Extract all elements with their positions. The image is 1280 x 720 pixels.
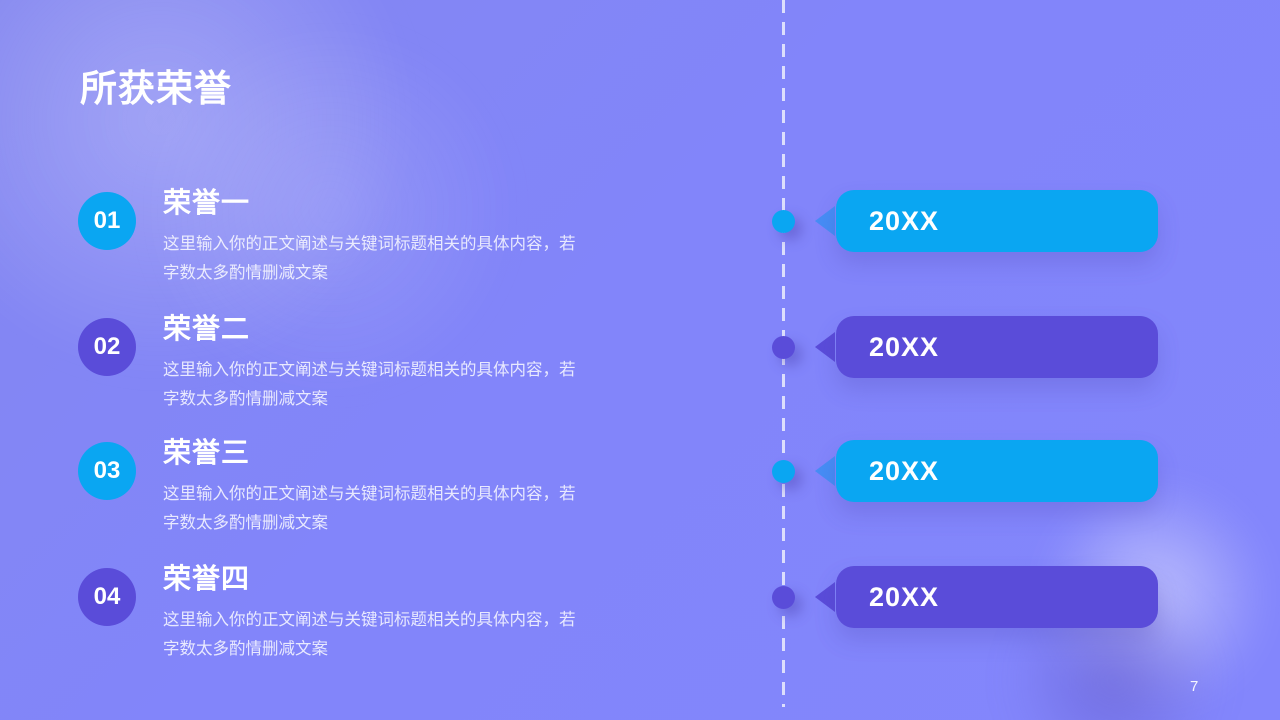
year-bubble: 20XX	[836, 190, 1158, 252]
honor-number: 03	[93, 457, 121, 484]
page-title: 所获荣誉	[80, 68, 232, 109]
honor-number: 01	[93, 207, 121, 234]
honor-item: 荣誉一 这里输入你的正文阐述与关键词标题相关的具体内容，若字数太多酌情删减文案	[163, 181, 603, 288]
honor-body-text: 这里输入你的正文阐述与关键词标题相关的具体内容，若字数太多酌情删减文案	[163, 485, 576, 532]
year-bubble: 20XX	[836, 316, 1158, 378]
timeline-dot	[772, 210, 795, 233]
year-bubble: 20XX	[836, 440, 1158, 502]
honor-number: 04	[93, 583, 121, 610]
page-number: 7	[1190, 678, 1199, 695]
year-bubble-arrow	[815, 332, 835, 362]
honor-body-text: 这里输入你的正文阐述与关键词标题相关的具体内容，若字数太多酌情删减文案	[163, 235, 576, 282]
year-bubble: 20XX	[836, 566, 1158, 628]
timeline-dot	[772, 460, 795, 483]
honor-title: 荣誉一	[163, 187, 251, 218]
honor-title: 荣誉三	[163, 437, 251, 468]
honor-number-badge: 04	[78, 568, 136, 626]
honor-number-badge: 03	[78, 442, 136, 500]
honor-body-text: 这里输入你的正文阐述与关键词标题相关的具体内容，若字数太多酌情删减文案	[163, 361, 576, 408]
year-label: 20XX	[869, 331, 940, 362]
honor-title: 荣誉四	[163, 563, 251, 594]
year-bubble-arrow	[815, 206, 835, 236]
honor-item: 荣誉二 这里输入你的正文阐述与关键词标题相关的具体内容，若字数太多酌情删减文案	[163, 307, 603, 414]
year-label: 20XX	[869, 581, 940, 612]
honor-body-text: 这里输入你的正文阐述与关键词标题相关的具体内容，若字数太多酌情删减文案	[163, 611, 576, 658]
honor-item: 荣誉四 这里输入你的正文阐述与关键词标题相关的具体内容，若字数太多酌情删减文案	[163, 557, 603, 664]
timeline-dot	[772, 586, 795, 609]
timeline-dot	[772, 336, 795, 359]
honor-title: 荣誉二	[163, 313, 251, 344]
year-label: 20XX	[869, 455, 940, 486]
year-bubble-arrow	[815, 582, 835, 612]
year-bubble-arrow	[815, 456, 835, 486]
honor-number: 02	[93, 333, 121, 360]
honor-item: 荣誉三 这里输入你的正文阐述与关键词标题相关的具体内容，若字数太多酌情删减文案	[163, 431, 603, 538]
year-label: 20XX	[869, 205, 940, 236]
honor-number-badge: 02	[78, 318, 136, 376]
honor-number-badge: 01	[78, 192, 136, 250]
